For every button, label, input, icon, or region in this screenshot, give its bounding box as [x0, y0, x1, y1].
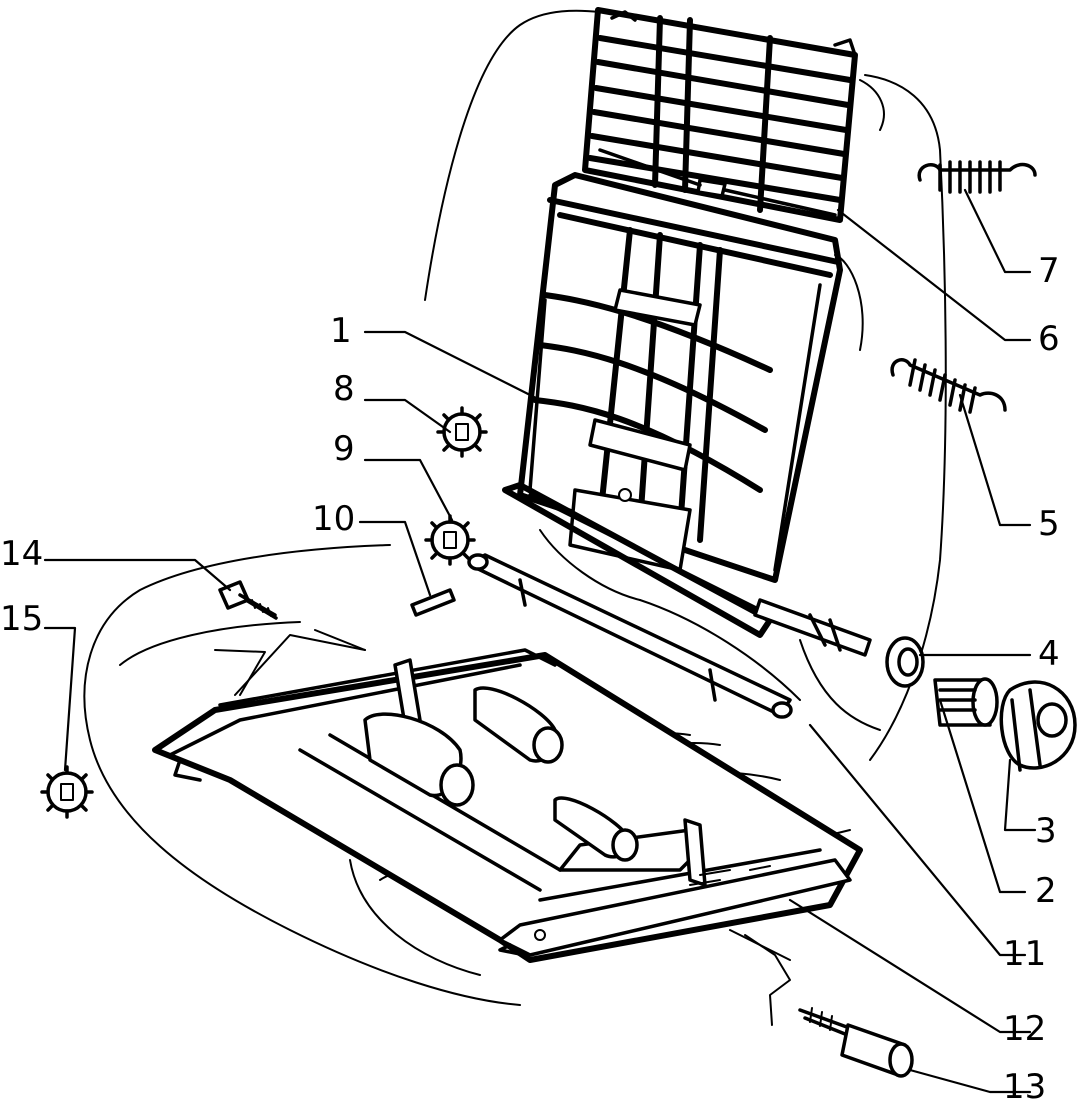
washer [885, 636, 925, 688]
callout-9: 9 [333, 429, 355, 469]
callout-labels: 1 2 3 4 5 6 7 8 9 10 11 12 13 14 15 [0, 251, 1060, 1100]
bushing [933, 677, 999, 727]
leader-15 [43, 626, 77, 772]
leader-11 [808, 723, 1027, 957]
callout-6: 6 [1038, 319, 1060, 359]
leader-10 [358, 520, 432, 597]
backrest-spring-grid [582, 7, 858, 223]
leader-6 [836, 208, 1032, 342]
star-knob-lower [40, 765, 94, 819]
callout-12: 12 [1003, 1009, 1046, 1049]
leader-14 [43, 558, 232, 592]
callout-2: 2 [1035, 871, 1057, 911]
callout-8: 8 [333, 369, 355, 409]
hinge-pin-rod [753, 598, 872, 657]
callout-1: 1 [330, 311, 352, 351]
star-knob-upper [436, 406, 488, 458]
callout-4: 4 [1038, 634, 1060, 674]
leader-13 [908, 1068, 1032, 1094]
leader-2 [938, 698, 1027, 894]
lower-spring [890, 358, 1007, 414]
knob [999, 680, 1077, 772]
callout-7: 7 [1038, 251, 1060, 291]
leader-3 [1003, 758, 1037, 832]
seat-base-frame [152, 648, 863, 963]
pin [410, 588, 456, 617]
leader-1 [363, 330, 542, 402]
callout-13: 13 [1003, 1067, 1046, 1100]
leader-lines [43, 188, 1037, 1094]
callout-14: 14 [0, 534, 43, 574]
leader-9 [363, 458, 454, 522]
leader-7 [963, 188, 1032, 274]
callout-15: 15 [0, 599, 43, 639]
star-knob-middle [424, 514, 476, 566]
spacer-bolt [798, 1007, 914, 1078]
leader-8 [363, 398, 452, 434]
callout-11: 11 [1003, 934, 1046, 974]
upper-spring [917, 160, 1037, 194]
backrest-frame [502, 172, 843, 638]
leader-12 [788, 898, 1032, 1034]
callout-5: 5 [1038, 504, 1060, 544]
hinge-tube [467, 553, 793, 719]
callout-10: 10 [312, 499, 355, 539]
leader-5 [958, 393, 1032, 527]
callout-3: 3 [1035, 811, 1057, 851]
